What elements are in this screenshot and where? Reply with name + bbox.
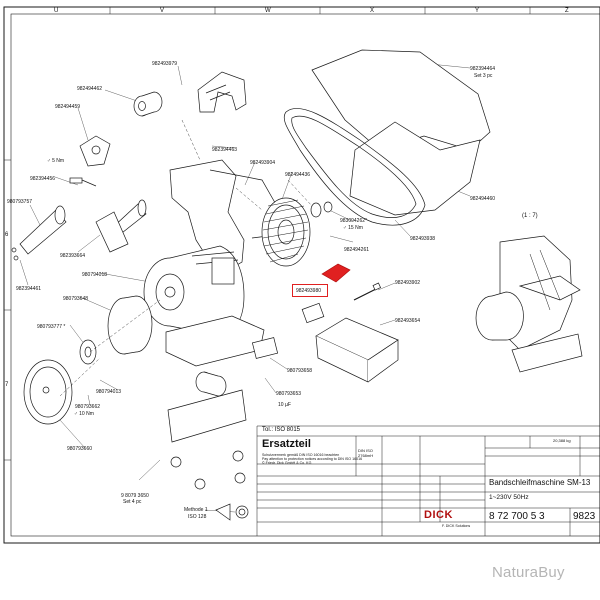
part-label: 980794018 bbox=[82, 272, 108, 278]
cone-adapter bbox=[19, 209, 67, 255]
part-label: 980793662 bbox=[75, 404, 101, 410]
drawing-number-partial: 9823 bbox=[573, 511, 596, 522]
part-label: 982494436 bbox=[285, 172, 311, 178]
part-label: 982493654 bbox=[395, 318, 421, 324]
method-label: Methode 1 bbox=[184, 507, 208, 513]
threaded-pin bbox=[353, 282, 382, 301]
part-label: 982394461 bbox=[16, 286, 42, 292]
flange bbox=[79, 339, 97, 365]
part-label: 982493979 bbox=[152, 61, 178, 67]
part-label: 982494462 bbox=[77, 86, 103, 92]
border-letter-z: Z bbox=[565, 8, 569, 14]
part-label: 982494460 bbox=[470, 196, 496, 202]
set-label: Set 3 pc bbox=[474, 73, 493, 79]
highlighted-clip-part bbox=[321, 263, 351, 283]
part-label: 982394456 bbox=[30, 176, 56, 182]
dust-tray bbox=[315, 317, 399, 383]
part-label: 982394464 bbox=[470, 66, 496, 72]
border-letter-y: Y bbox=[475, 8, 480, 14]
protection-notice-en: Pay attention to protection notices acco… bbox=[262, 457, 363, 461]
assembly-preview bbox=[475, 235, 583, 373]
voltage-spec: 1~230V 50Hz bbox=[489, 494, 529, 501]
screw-small bbox=[69, 177, 97, 187]
wheel-guard bbox=[23, 359, 73, 425]
part-label: 982494261 bbox=[344, 247, 370, 253]
part-label-highlighted: 982493980 bbox=[296, 288, 322, 294]
sanding-belt bbox=[283, 108, 426, 226]
border-letter-x: X bbox=[370, 8, 375, 14]
part-label: 980793777 * bbox=[37, 324, 66, 330]
part-label: 982493904 bbox=[250, 160, 276, 166]
part-label: 980793653 bbox=[276, 391, 302, 397]
switch-box bbox=[251, 337, 279, 359]
weight-value: 20,388 kg bbox=[553, 438, 571, 443]
torque-label: ♂ 10 Nm bbox=[74, 411, 94, 417]
spacer-block bbox=[301, 302, 325, 324]
part-label: 980794013 bbox=[96, 389, 122, 395]
part-highlight-box bbox=[292, 284, 328, 297]
bottom-plate bbox=[167, 389, 247, 443]
part-label: 980793660 bbox=[67, 446, 93, 452]
part-label: 9 8079 3650 bbox=[121, 493, 149, 499]
part-label: 983094262* bbox=[340, 218, 367, 224]
border-letter-v: V bbox=[160, 8, 165, 14]
torque-label: ♂ 5 Nm bbox=[47, 158, 65, 164]
naturabuy-watermark: NaturaBuy bbox=[492, 564, 565, 581]
part-label: 982494459 bbox=[55, 104, 81, 110]
title-block-lines bbox=[256, 425, 600, 536]
motor bbox=[143, 245, 245, 337]
border-letter-w: W bbox=[265, 8, 271, 14]
din-standard: DIN ISO 2768mH bbox=[358, 448, 374, 458]
parts-geometry bbox=[11, 49, 583, 521]
copyright-notice: © Friedr. Dick GmbH & Co. KG bbox=[262, 461, 312, 465]
grinding-wheel bbox=[107, 295, 153, 355]
torque-label: ♂ 15 Nm bbox=[343, 225, 363, 231]
border-number-6: 6 bbox=[5, 232, 9, 238]
part-label: 982394463 bbox=[212, 147, 238, 153]
leader-lines bbox=[19, 63, 471, 513]
part-label: 982493902 bbox=[395, 280, 421, 286]
part-label: 980793757 bbox=[7, 199, 33, 205]
rubber-feet bbox=[170, 450, 246, 490]
tool-rest bbox=[95, 211, 129, 253]
scale-label: (1 : 7) bbox=[522, 213, 538, 219]
sheet-frame bbox=[3, 6, 600, 544]
article-number: 8 72 700 5 3 bbox=[489, 511, 545, 522]
part-label: 980793658 bbox=[287, 368, 313, 374]
border-number-7: 7 bbox=[5, 382, 9, 388]
capacitance-label: 10 µF bbox=[278, 402, 291, 408]
part-label: 982493938 bbox=[410, 236, 436, 242]
tolerance-label: Tol.: ISO 8015 bbox=[262, 427, 301, 433]
cylinder-bushing bbox=[133, 91, 163, 117]
projection-symbol bbox=[215, 503, 249, 521]
spark-guard-hood bbox=[197, 71, 247, 113]
capacitor bbox=[195, 371, 227, 397]
method-iso-label: ISO 128 bbox=[188, 514, 207, 520]
border-letter-u: U bbox=[54, 8, 59, 14]
pulley-wheel bbox=[261, 197, 311, 267]
product-name: Bandschleifmaschine SM-13 bbox=[489, 478, 591, 487]
dick-logo-sub: F. DICK Solutions bbox=[442, 524, 471, 528]
protection-notice-de: Schutzvermerk gemäß DIN ISO 16016 beacht… bbox=[262, 453, 340, 457]
ersatzteil-title: Ersatzteil bbox=[262, 438, 311, 450]
dick-logo: DICK bbox=[424, 509, 453, 521]
part-label: 982393664 bbox=[60, 253, 86, 259]
set-label: Set 4 pc bbox=[123, 499, 142, 505]
part-label: 980793648 bbox=[63, 296, 89, 302]
